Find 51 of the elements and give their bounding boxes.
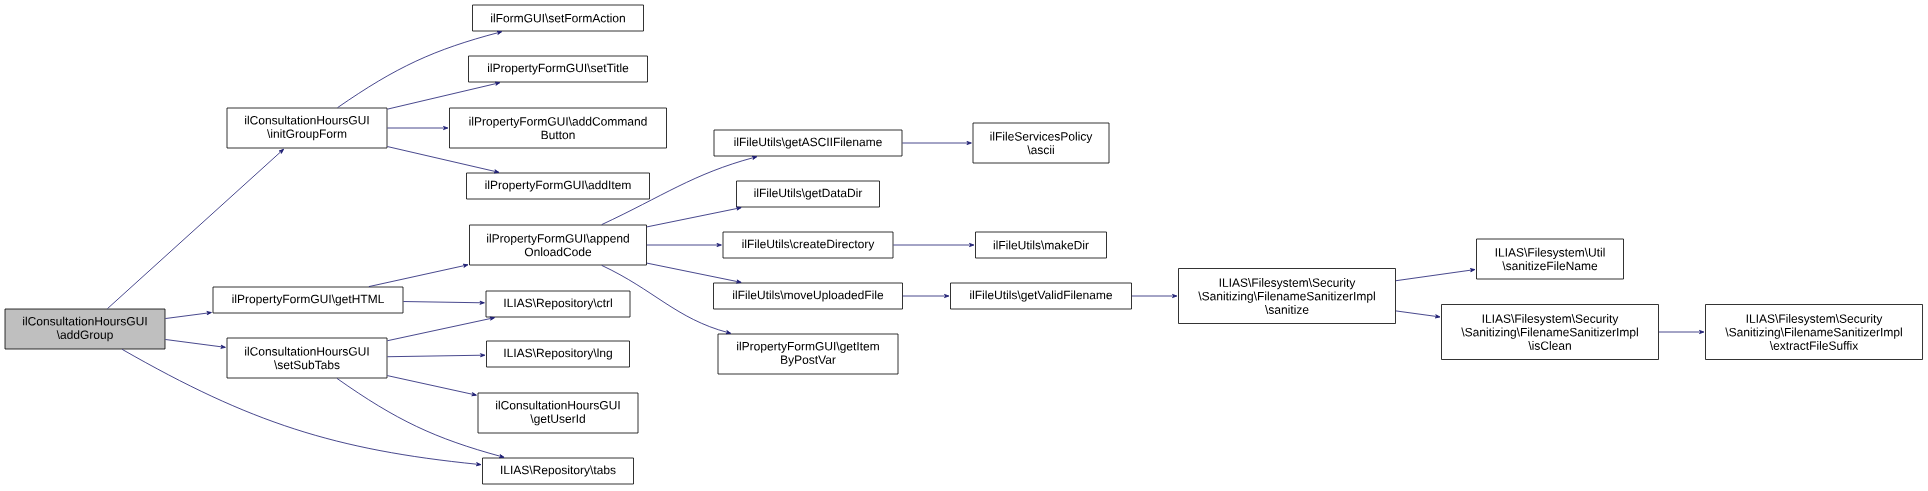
arrow: [1395, 268, 1476, 282]
arrow: [403, 300, 485, 305]
arrow: [902, 141, 972, 145]
function-box: ilFileUtils\getASCIIFilename: [713, 129, 903, 157]
function-box: ilConsultationHoursGUI \addGroup: [4, 308, 166, 350]
function-box: ilPropertyFormGUI\append OnloadCode: [469, 224, 647, 266]
arrow: [646, 262, 742, 284]
arrow: [387, 353, 486, 358]
function-box: ilPropertyFormGUI\addItem: [466, 172, 650, 200]
function-box: ilFormGUI\setFormAction: [472, 4, 644, 32]
arrow: [387, 81, 501, 110]
function-box: ILIAS\Filesystem\Util \sanitizeFileName: [1476, 238, 1624, 280]
function-box: ilFileUtils\createDirectory: [722, 231, 894, 259]
arrow: [387, 375, 477, 397]
function-box: ILIAS\Repository\ctrl: [485, 290, 631, 318]
arrow: [165, 311, 212, 319]
arrow: [1395, 310, 1441, 319]
arrow: [165, 339, 226, 349]
function-box: ilConsultationHoursGUI \initGroupForm: [226, 107, 388, 149]
function-box: ilPropertyFormGUI\addCommand Button: [449, 107, 667, 149]
function-box: ILIAS\Filesystem\Security \Sanitizing\FilenameSanitizerImpl \isClean: [1441, 304, 1659, 360]
arrow: [387, 146, 500, 174]
function-box: ilPropertyFormGUI\getHTML: [212, 286, 404, 314]
arrow: [893, 243, 975, 247]
function-box: ilFileUtils\getValidFilename: [950, 282, 1132, 310]
function-box: ilFileUtils\makeDir: [975, 231, 1107, 259]
arrow: [336, 378, 505, 459]
arrow: [368, 263, 469, 287]
arrow: [601, 265, 732, 335]
function-box: ilPropertyFormGUI\setTitle: [468, 55, 648, 83]
function-box: ILIAS\Repository\lng: [486, 340, 630, 368]
function-box: ilFileUtils\moveUploadedFile: [713, 282, 903, 310]
function-box: ilConsultationHoursGUI \getUserId: [477, 392, 639, 434]
arrow: [902, 294, 950, 298]
arrow: [387, 316, 495, 342]
arrow: [387, 126, 449, 130]
function-box: ilFileServicesPolicy \ascii: [972, 122, 1110, 164]
function-box: ILIAS\Filesystem\Security \Sanitizing\FilenameSanitizerImpl \extractFileSuffix: [1705, 304, 1923, 360]
function-box: ilFileUtils\getDataDir: [736, 180, 880, 208]
arrow: [646, 243, 722, 247]
arrow: [1131, 294, 1178, 298]
function-box: ilPropertyFormGUI\getItem ByPostVar: [717, 333, 899, 375]
arrow: [646, 206, 742, 228]
arrow: [121, 349, 482, 467]
function-box: ILIAS\Repository\tabs: [482, 457, 634, 485]
function-box: ILIAS\Filesystem\Security \Sanitizing\FilenameSanitizerImpl \sanitize: [1178, 268, 1396, 324]
function-box: ilConsultationHoursGUI \setSubTabs: [226, 337, 388, 379]
arrow: [601, 155, 758, 225]
arrow: [337, 30, 503, 108]
arrow: [1658, 330, 1705, 334]
arrow: [107, 148, 284, 309]
